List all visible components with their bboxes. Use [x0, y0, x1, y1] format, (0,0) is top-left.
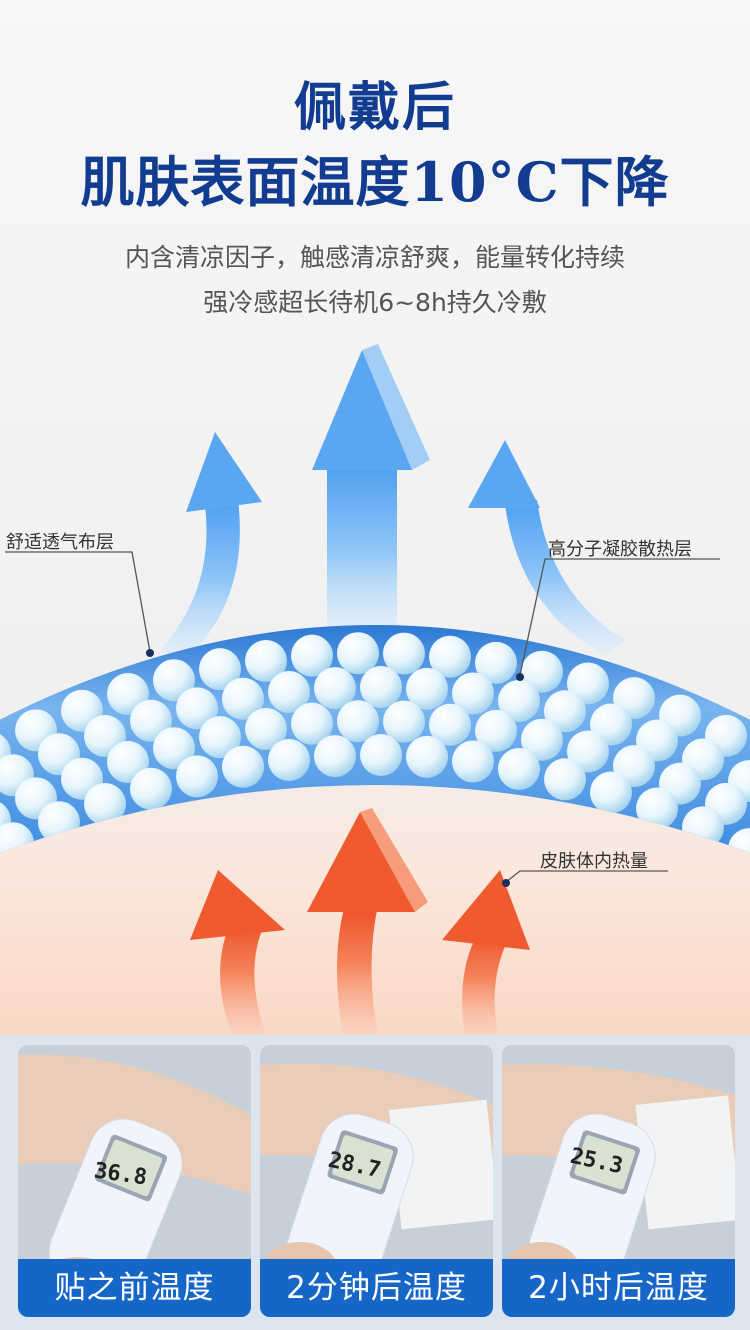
gel-bead	[153, 727, 195, 770]
cooling-diagram: 舒适透气布层 高分子凝胶散热层 皮肤体内热量	[0, 330, 750, 1035]
gel-bead	[130, 699, 172, 742]
subtitle-line2: 强冷感超长待机6~8h持久冷敷	[203, 288, 547, 317]
label-fabric-layer: 舒适透气布层	[6, 532, 114, 553]
gel-bead	[521, 718, 563, 761]
gel-bead	[452, 740, 494, 783]
gel-bead	[337, 632, 379, 675]
gel-bead	[475, 641, 517, 684]
heat-arrow-right	[442, 870, 530, 1035]
gel-bead	[314, 735, 356, 778]
gel-bead	[176, 755, 218, 798]
gel-bead	[636, 787, 678, 830]
caption-2h: 2小时后温度	[502, 1259, 735, 1317]
heat-arrow-left	[190, 870, 285, 1035]
temperature-comparison: 36.8 贴之前温度 28.7 2分钟后温度	[0, 1035, 750, 1330]
gel-bead	[429, 703, 471, 746]
caption-before: 贴之前温度	[18, 1259, 251, 1317]
cool-arrow-right	[468, 440, 625, 655]
gel-bead	[245, 639, 287, 682]
gel-bead	[544, 690, 586, 733]
gel-bead	[291, 634, 333, 677]
heat-arrow-center	[307, 808, 428, 1035]
gel-bead	[383, 632, 425, 675]
gel-bead	[406, 735, 448, 778]
gel-bead	[360, 666, 402, 709]
label-skin-heat: 皮肤体内热量	[540, 851, 648, 872]
gel-bead	[498, 747, 540, 790]
gel-bead	[153, 659, 195, 702]
gel-bead	[590, 771, 632, 814]
gel-bead	[452, 672, 494, 715]
gel-bead	[429, 635, 471, 678]
gel-bead	[337, 700, 379, 743]
gel-beads	[0, 632, 750, 860]
heading-line1: 佩戴后	[293, 77, 456, 138]
subtitle-line1: 内含清凉因子，触感清凉舒爽，能量转化持续	[124, 243, 625, 272]
comparison-card-before: 36.8 贴之前温度	[18, 1045, 251, 1317]
gel-bead	[38, 801, 80, 844]
label-gel-layer: 高分子凝胶散热层	[548, 539, 692, 560]
gel-bead	[521, 650, 563, 693]
gel-bead	[383, 700, 425, 743]
gel-bead	[314, 667, 356, 710]
gel-bead	[567, 730, 609, 773]
gel-bead	[268, 670, 310, 713]
gel-bead	[475, 709, 517, 752]
cool-arrow-center	[312, 344, 430, 635]
gel-bead	[199, 648, 241, 691]
comparison-card-2h: 25.3 2小时后温度	[502, 1045, 735, 1317]
gel-bead	[682, 806, 724, 849]
heading-line2: 肌肤表面温度10°C下降	[80, 150, 670, 214]
gel-bead	[360, 734, 402, 777]
cool-arrow-left	[160, 432, 262, 660]
gel-bead	[199, 716, 241, 759]
gel-bead	[544, 758, 586, 801]
gel-bead	[222, 745, 264, 788]
gel-bead	[268, 738, 310, 781]
gel-bead	[291, 702, 333, 745]
gel-bead	[567, 662, 609, 705]
gel-bead	[245, 707, 287, 750]
gel-bead	[498, 679, 540, 722]
gel-bead	[130, 767, 172, 810]
caption-2min: 2分钟后温度	[260, 1259, 493, 1317]
gel-bead	[176, 687, 218, 730]
comparison-card-2min: 28.7 2分钟后温度	[260, 1045, 493, 1317]
gel-bead	[406, 667, 448, 710]
gel-bead	[84, 783, 126, 826]
gel-bead	[222, 677, 264, 720]
